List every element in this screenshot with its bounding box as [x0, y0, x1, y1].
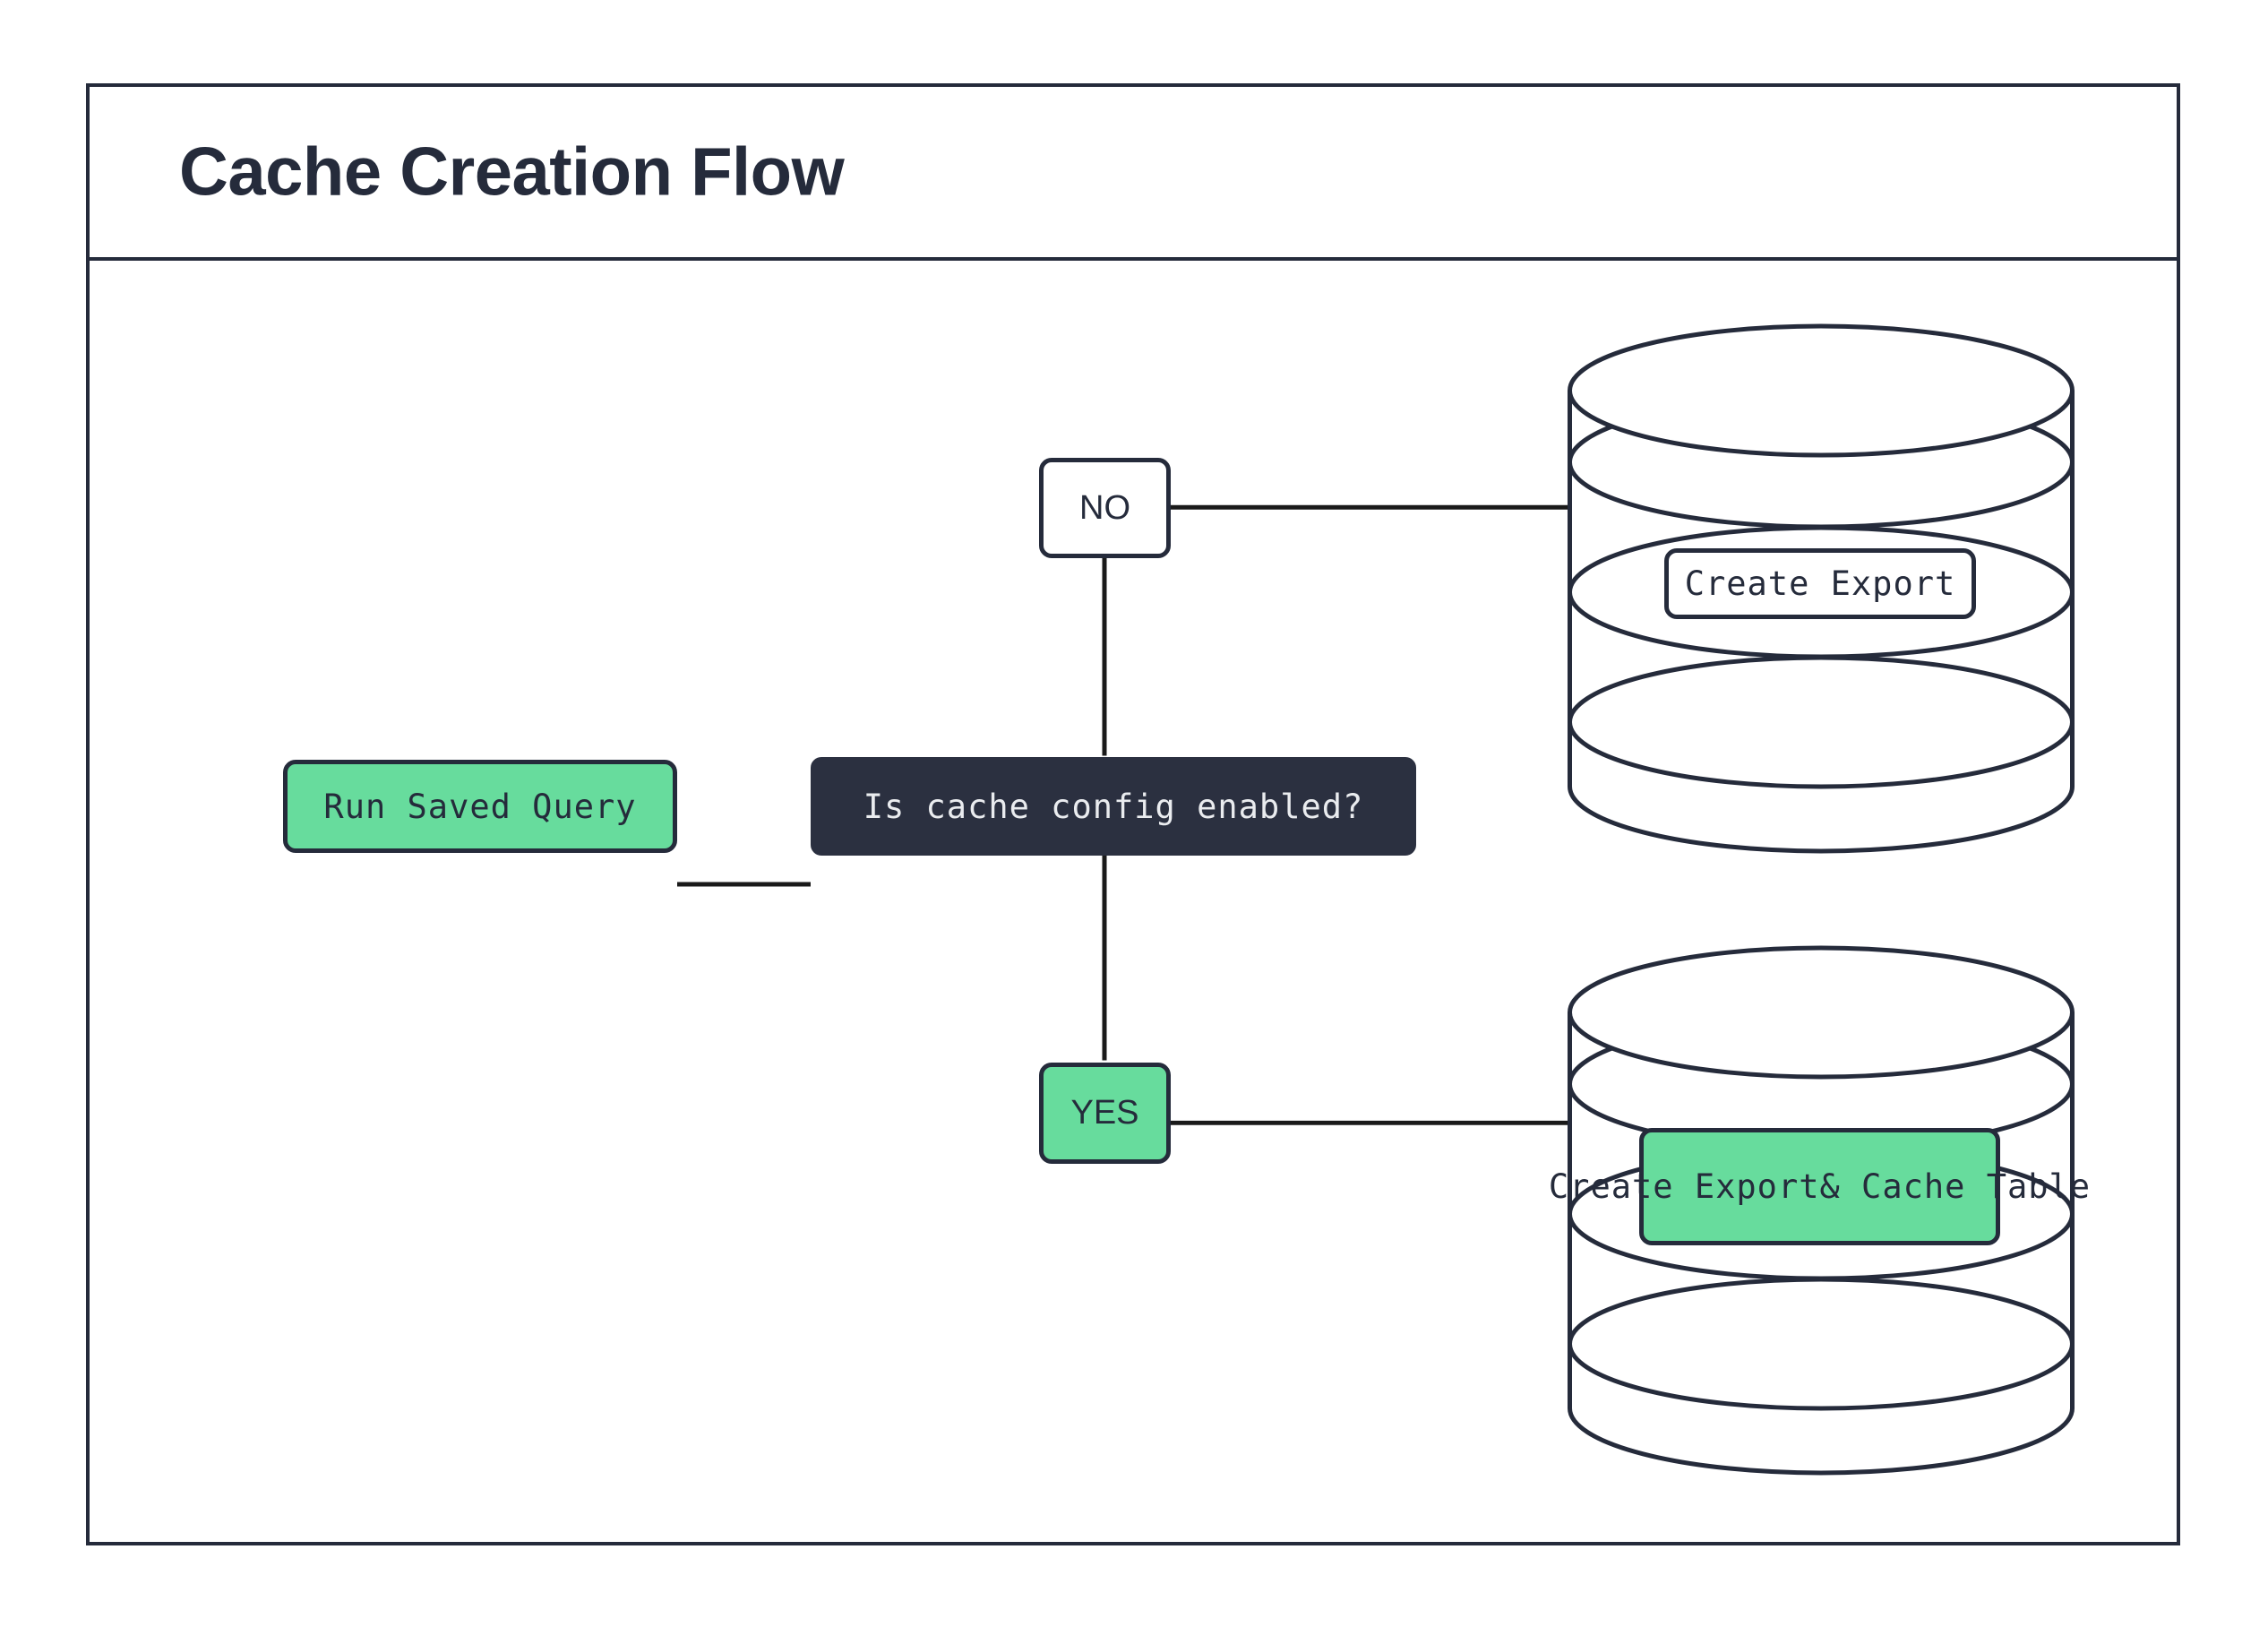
database-cylinder-top-shape — [1568, 323, 2075, 854]
node-branch-yes[interactable]: YES — [1039, 1063, 1171, 1164]
diagram-canvas: Create Export Create Export& Cache Table — [90, 261, 2177, 1542]
node-layer: Create Export Create Export& Cache Table — [90, 261, 2177, 1542]
database-bottom-label[interactable]: Create Export& Cache Table — [1549, 1128, 2090, 1245]
node-branch-no[interactable]: NO — [1039, 458, 1171, 558]
page-title: Cache Creation Flow — [179, 133, 845, 211]
database-bottom-label-line-1: Create Export — [1548, 1166, 1820, 1206]
diagram-title-bar: Cache Creation Flow — [90, 87, 2177, 261]
diagram-frame: Cache Creation Flow — [86, 83, 2180, 1545]
node-run-saved-query[interactable]: Run Saved Query — [283, 760, 677, 853]
database-cylinder-top[interactable] — [1568, 323, 2075, 854]
database-top-label[interactable]: Create Export — [1664, 548, 1976, 619]
database-bottom-label-line-2: & Cache Table — [1819, 1166, 2092, 1206]
node-decision-cache-config[interactable]: Is cache config enabled? — [811, 757, 1416, 856]
